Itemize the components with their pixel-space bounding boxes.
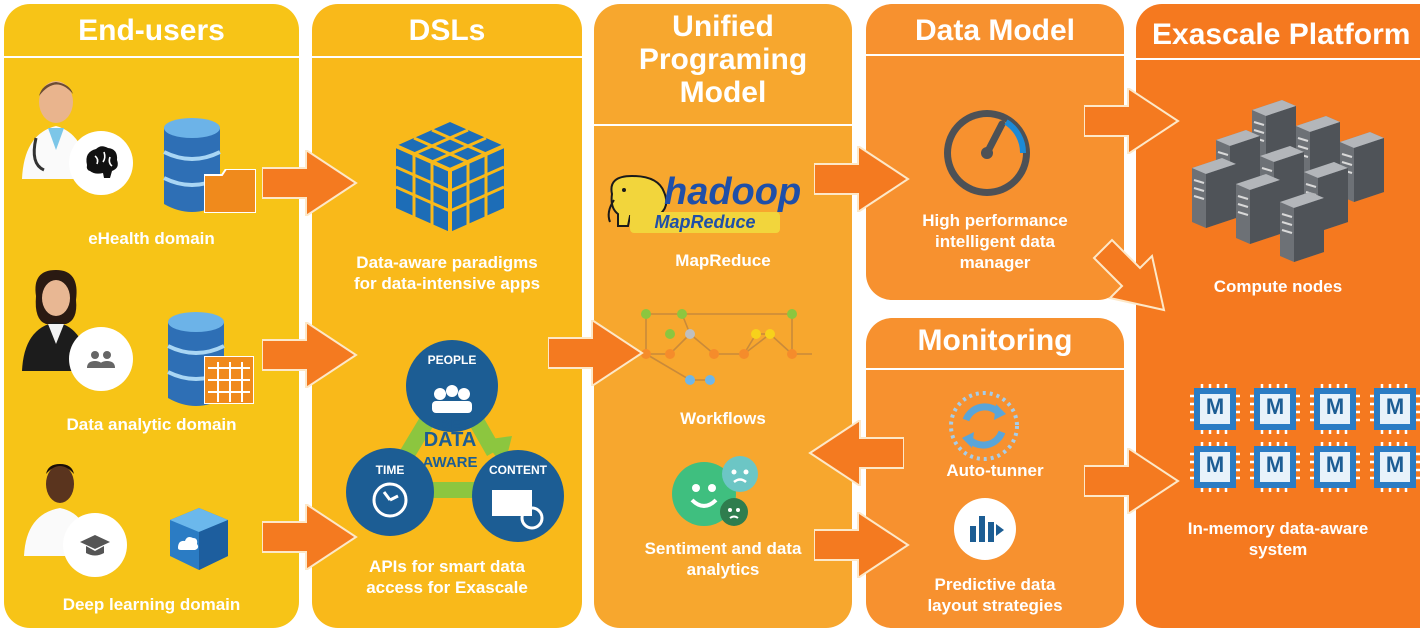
chip-letter: M (1385, 452, 1405, 477)
data-label: DATA (423, 429, 477, 451)
monitoring-rule (866, 368, 1124, 370)
chart-bars-icon (954, 498, 1016, 560)
chip-letter: M (1205, 452, 1225, 477)
sentiment-analytics-label: Sentiment and data analytics (644, 539, 802, 579)
smart-data-apis-label: APIs for smart data access for Exascale (366, 557, 528, 597)
data-manager-label: High performance intelligent data manage… (922, 211, 1068, 272)
graduation-cap-icon (63, 513, 127, 577)
arrow-right-icon (814, 146, 910, 212)
people-circle-icon (406, 340, 498, 432)
auto-tunner-label: Auto-tunner (946, 461, 1044, 480)
mapreduce-logo-text: MapReduce (630, 212, 780, 233)
auto-tuner-icon (949, 391, 1019, 461)
time-circle-icon (346, 448, 434, 536)
data-aware-paradigms-label: Data-aware paradigms for data-intensive … (353, 253, 541, 293)
arrow-diagonal-icon (1092, 238, 1166, 312)
be-label: BE (439, 416, 461, 433)
in-memory-system-label: In-memory data-aware system (1187, 519, 1369, 559)
compute-nodes-icon (1192, 100, 1385, 263)
cube-grid-icon (395, 122, 505, 232)
ehealth-domain-label: eHealth domain (88, 229, 215, 248)
programming-model-title: Unified Programing Model (638, 10, 808, 109)
exascale-platform-title: Exascale Platform (1152, 18, 1411, 51)
chip-letter: M (1265, 452, 1285, 477)
hadoop-logo-text: hadoop (664, 171, 802, 213)
people-label: PEOPLE (427, 353, 477, 367)
monitoring-panel: Monitoring Auto-tunner Predictive data l… (866, 318, 1124, 628)
exascale-platform-panel: Exascale Platform Compute nodes M M M M … (1136, 4, 1420, 628)
memory-chip-icon (1370, 384, 1420, 434)
end-users-title: End-users (78, 14, 225, 47)
data-analytic-domain-label: Data analytic domain (66, 415, 237, 434)
dsls-panel: DSLs Data-aware paradigms for data-inten… (312, 4, 582, 628)
memory-chip-icon (1250, 442, 1300, 492)
content-circle-icon (472, 450, 564, 542)
aware-label: AWARE (422, 454, 478, 471)
users-icon (69, 327, 133, 391)
compute-nodes-label: Compute nodes (1213, 277, 1343, 296)
data-model-rule (866, 54, 1124, 56)
programming-model-panel: Unified Programing Model hadoop MapReduc… (594, 4, 852, 628)
arrow-right-icon (262, 504, 358, 570)
memory-chip-icon (1250, 384, 1300, 434)
folder-icon (204, 169, 256, 213)
programming-model-rule (594, 124, 852, 126)
dsls-title: DSLs (408, 14, 486, 47)
memory-chip-icon (1370, 442, 1420, 492)
arrow-right-icon (548, 320, 644, 386)
end-users-rule (4, 56, 299, 58)
cloud-cube-icon (170, 508, 228, 570)
arrow-right-icon (814, 512, 910, 578)
predictive-layout-label: Predictive data layout strategies (927, 575, 1063, 615)
arrow-right-icon (262, 150, 358, 216)
exascale-platform-rule (1136, 58, 1420, 60)
end-users-panel: End-users eHealth domain (4, 4, 299, 628)
arrow-right-icon (1084, 88, 1180, 154)
data-model-panel: Data Model High performance intelligent … (866, 4, 1124, 300)
memory-chips-grid: M M M M M M M M (1188, 384, 1420, 494)
workflows-label: Workflows (680, 409, 766, 428)
chip-letter: M (1205, 394, 1225, 419)
memory-chip-icon (1310, 442, 1360, 492)
time-label: TIME (375, 463, 405, 477)
memory-chip-icon (1190, 442, 1240, 492)
chip-letter: M (1385, 394, 1405, 419)
chip-letter: M (1325, 452, 1345, 477)
mapreduce-label: MapReduce (675, 251, 771, 270)
workflow-graph-icon (641, 309, 812, 385)
chip-letter: M (1325, 394, 1345, 419)
arrow-left-icon (808, 420, 904, 486)
deep-learning-domain-label: Deep learning domain (62, 595, 241, 614)
arrow-right-icon (1084, 448, 1180, 514)
brain-icon (69, 131, 133, 195)
speedometer-icon (944, 110, 1030, 196)
chip-letter: M (1265, 394, 1285, 419)
memory-chip-icon (1190, 384, 1240, 434)
dsls-rule (312, 56, 582, 58)
arrow-right-icon (262, 322, 358, 388)
data-model-title: Data Model (914, 14, 1076, 47)
memory-chip-icon (1310, 384, 1360, 434)
calendar-icon (204, 356, 254, 404)
content-label: CONTENT (489, 463, 547, 477)
monitoring-title: Monitoring (917, 324, 1073, 357)
sentiment-faces-icon (672, 456, 758, 526)
